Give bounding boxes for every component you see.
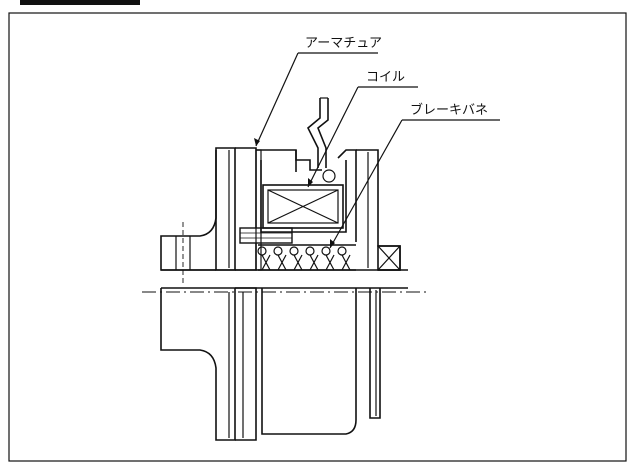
- label-coil: コイル: [307, 70, 418, 188]
- coil-housing: [256, 149, 357, 242]
- brake-spring: [257, 244, 356, 271]
- label-coil-text: コイル: [366, 70, 405, 85]
- right-flange: [261, 149, 401, 435]
- coil-winding: [262, 184, 344, 229]
- label-brake-spring-text: ブレーキバネ: [410, 102, 488, 118]
- top-header-fragment: [20, 0, 140, 5]
- label-armature-text: アーマチュア: [305, 36, 382, 51]
- hub-flange: [160, 147, 408, 441]
- label-armature: アーマチュア: [254, 36, 382, 147]
- bearing: [377, 245, 401, 271]
- drawing-frame: [8, 12, 627, 462]
- label-brake-spring: ブレーキバネ: [329, 102, 500, 249]
- lead-wire: [307, 97, 329, 168]
